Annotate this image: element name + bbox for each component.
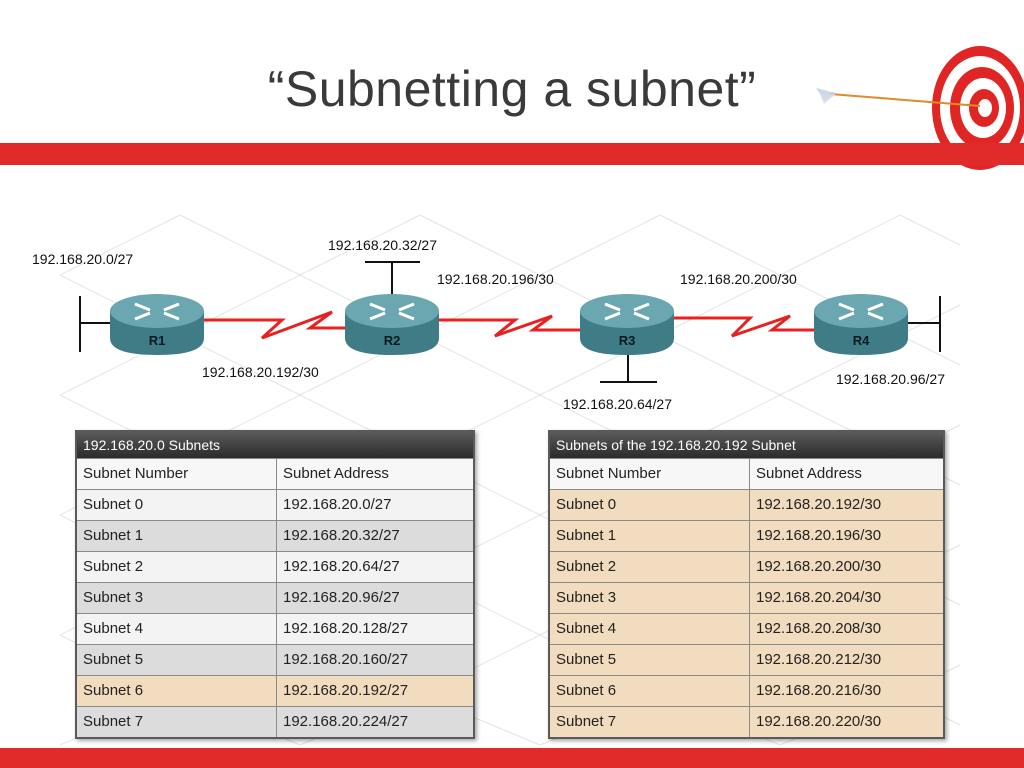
serial-link-r2-r3 (436, 314, 584, 338)
table-header-row: Subnet Number Subnet Address (77, 458, 473, 489)
router-icon (345, 294, 439, 355)
subnet-number: Subnet 7 (550, 707, 750, 737)
network-label-r3-lan: 192.168.20.64/27 (563, 396, 672, 412)
network-label-r1-lan: 192.168.20.0/27 (32, 251, 133, 267)
subnet-number: Subnet 1 (550, 521, 750, 551)
subnet-address: 192.168.20.208/30 (756, 620, 882, 637)
network-label-link-r3-r4: 192.168.20.200/30 (680, 271, 797, 287)
router-label-r3: R3 (619, 333, 636, 348)
subnet-number: Subnet 6 (550, 676, 750, 706)
subnet-address: 192.168.20.220/30 (756, 713, 882, 730)
table-caption: Subnets of the 192.168.20.192 Subnet (550, 432, 943, 458)
subnet-number: Subnet 3 (550, 583, 750, 613)
header-bar (0, 143, 1024, 165)
router-icon (110, 294, 204, 355)
target-icon (816, 46, 1024, 170)
serial-link-r1-r2 (200, 310, 350, 340)
subnet-address: 192.168.20.192/27 (283, 682, 409, 699)
table-row: Subnet 0 192.168.20.192/30 (550, 489, 943, 520)
router-r3[interactable]: R3 (580, 294, 674, 355)
subnet-address: 192.168.20.196/30 (756, 527, 882, 544)
router-label-r4: R4 (853, 333, 870, 348)
column-header: Subnet Address (756, 465, 862, 482)
router-icon (814, 294, 908, 355)
subnet-number: Subnet 2 (77, 552, 277, 582)
subnet-number: Subnet 1 (77, 521, 277, 551)
table-row: Subnet 6 192.168.20.216/30 (550, 675, 943, 706)
subnet-address: 192.168.20.160/27 (283, 651, 409, 668)
subnet-number: Subnet 3 (77, 583, 277, 613)
subnet-address: 192.168.20.204/30 (756, 589, 882, 606)
subnets-table-right: Subnets of the 192.168.20.192 Subnet Sub… (548, 430, 945, 739)
subnet-address: 192.168.20.216/30 (756, 682, 882, 699)
subnet-number: Subnet 0 (77, 490, 277, 520)
router-label-r1: R1 (149, 333, 166, 348)
subnet-address: 192.168.20.0/27 (283, 496, 392, 513)
network-diagram: R1 R2 R3 (32, 237, 945, 412)
table-row: Subnet 7 192.168.20.224/27 (77, 706, 473, 737)
arrow-icon (816, 88, 981, 107)
table-row: Subnet 1 192.168.20.32/27 (77, 520, 473, 551)
subnet-number: Subnet 6 (77, 676, 277, 706)
subnet-address: 192.168.20.128/27 (283, 620, 409, 637)
subnet-number: Subnet 4 (77, 614, 277, 644)
column-header: Subnet Number (550, 459, 750, 489)
table-row: Subnet 5 192.168.20.160/27 (77, 644, 473, 675)
page-title: “Subnetting a subnet” (267, 61, 757, 117)
subnets-table-left: 192.168.20.0 Subnets Subnet Number Subne… (75, 430, 475, 739)
subnet-address: 192.168.20.64/27 (283, 558, 400, 575)
table-row: Subnet 7 192.168.20.220/30 (550, 706, 943, 737)
table-header-row: Subnet Number Subnet Address (550, 458, 943, 489)
network-label-r4-lan: 192.168.20.96/27 (836, 371, 945, 387)
subnet-number: Subnet 5 (77, 645, 277, 675)
table-row: Subnet 3 192.168.20.204/30 (550, 582, 943, 613)
subnet-number: Subnet 5 (550, 645, 750, 675)
serial-link-r3-r4 (672, 314, 820, 338)
column-header: Subnet Number (77, 459, 277, 489)
table-row: Subnet 0 192.168.20.0/27 (77, 489, 473, 520)
subnet-address: 192.168.20.224/27 (283, 713, 409, 730)
table-row: Subnet 4 192.168.20.208/30 (550, 613, 943, 644)
table-row: Subnet 2 192.168.20.64/27 (77, 551, 473, 582)
footer-bar (0, 748, 1024, 768)
subnet-number: Subnet 0 (550, 490, 750, 520)
router-r1[interactable]: R1 (110, 294, 204, 355)
subnet-number: Subnet 2 (550, 552, 750, 582)
subnet-number: Subnet 4 (550, 614, 750, 644)
subnet-address: 192.168.20.32/27 (283, 527, 400, 544)
network-label-link-r2-r3: 192.168.20.196/30 (437, 271, 554, 287)
table-row: Subnet 1 192.168.20.196/30 (550, 520, 943, 551)
table-row-highlighted: Subnet 6 192.168.20.192/27 (77, 675, 473, 706)
table-row: Subnet 5 192.168.20.212/30 (550, 644, 943, 675)
table-row: Subnet 3 192.168.20.96/27 (77, 582, 473, 613)
router-r4[interactable]: R4 (814, 294, 908, 355)
subnet-address: 192.168.20.192/30 (756, 496, 882, 513)
subnet-address: 192.168.20.96/27 (283, 589, 400, 606)
table-row: Subnet 2 192.168.20.200/30 (550, 551, 943, 582)
router-r2[interactable]: R2 (345, 294, 439, 355)
column-header: Subnet Address (283, 465, 389, 482)
subnet-address: 192.168.20.200/30 (756, 558, 882, 575)
router-label-r2: R2 (384, 333, 401, 348)
table-row: Subnet 4 192.168.20.128/27 (77, 613, 473, 644)
subnet-number: Subnet 7 (77, 707, 277, 737)
network-label-r2-lan: 192.168.20.32/27 (328, 237, 437, 253)
router-icon (580, 294, 674, 355)
network-label-link-r1-r2: 192.168.20.192/30 (202, 364, 319, 380)
table-caption: 192.168.20.0 Subnets (77, 432, 473, 458)
subnet-address: 192.168.20.212/30 (756, 651, 882, 668)
